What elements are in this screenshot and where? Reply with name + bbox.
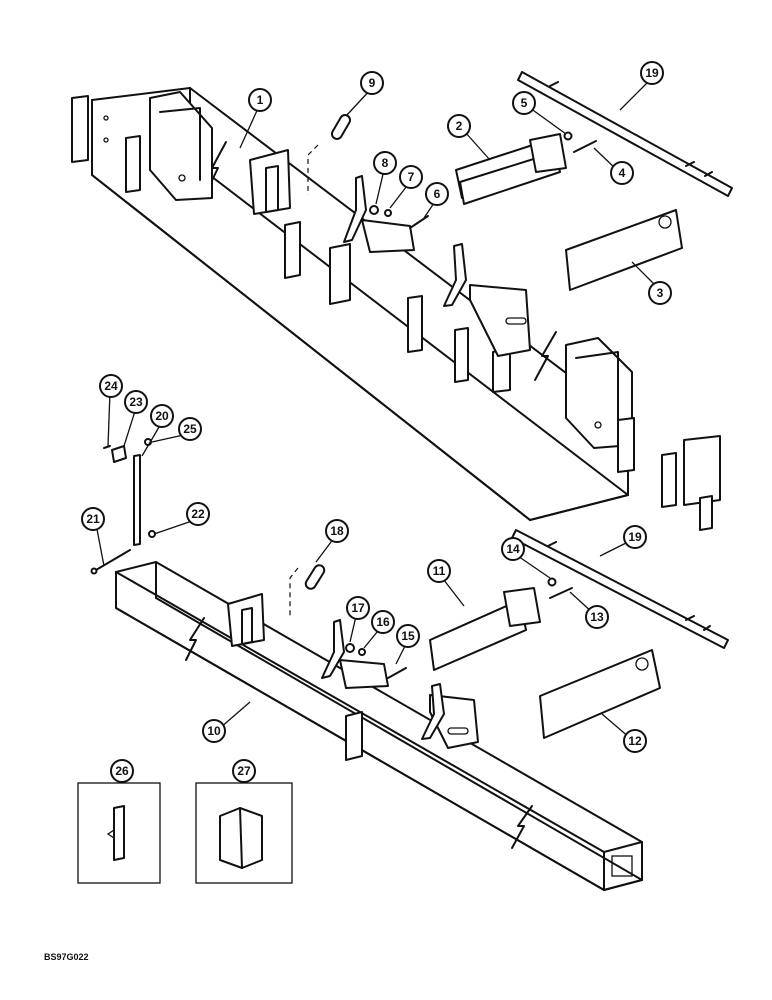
detail-box-26 xyxy=(77,782,161,884)
svg-text:14: 14 xyxy=(506,542,520,556)
callout-27: 27 xyxy=(232,759,256,783)
callout-20: 20 xyxy=(150,404,174,428)
callout-8: 8 xyxy=(373,151,397,175)
callout-21: 21 xyxy=(81,507,105,531)
svg-text:27: 27 xyxy=(237,764,251,778)
callout-10: 10 xyxy=(202,719,226,743)
svg-text:22: 22 xyxy=(191,507,205,521)
svg-text:25: 25 xyxy=(183,422,197,436)
callout-13: 13 xyxy=(585,605,609,629)
upper-frame-assembly xyxy=(71,71,733,531)
callout-4: 4 xyxy=(610,161,634,185)
svg-text:23: 23 xyxy=(129,395,143,409)
callout-9: 9 xyxy=(360,71,384,95)
callout-24: 24 xyxy=(99,374,123,398)
svg-text:16: 16 xyxy=(376,615,390,629)
callout-15: 15 xyxy=(396,624,420,648)
callout-3: 3 xyxy=(648,281,672,305)
svg-text:24: 24 xyxy=(104,379,118,393)
callout-12: 12 xyxy=(623,729,647,753)
svg-text:11: 11 xyxy=(433,564,446,578)
callout-23: 23 xyxy=(124,390,148,414)
svg-text:3: 3 xyxy=(657,286,664,300)
detail-box-27 xyxy=(195,782,293,884)
svg-text:15: 15 xyxy=(401,629,415,643)
svg-text:19: 19 xyxy=(645,66,659,80)
callout-19-lower: 19 xyxy=(623,525,647,549)
svg-text:9: 9 xyxy=(369,76,376,90)
callout-7: 7 xyxy=(399,165,423,189)
svg-text:1: 1 xyxy=(257,93,264,107)
callout-25: 25 xyxy=(178,417,202,441)
callout-17: 17 xyxy=(346,596,370,620)
svg-text:18: 18 xyxy=(330,524,344,538)
callout-26: 26 xyxy=(110,759,134,783)
svg-text:2: 2 xyxy=(456,119,463,133)
callout-18: 18 xyxy=(325,519,349,543)
svg-text:17: 17 xyxy=(351,601,365,615)
callout-2: 2 xyxy=(447,114,471,138)
lower-frame-assembly xyxy=(90,438,729,891)
svg-text:8: 8 xyxy=(382,156,389,170)
callout-22: 22 xyxy=(186,502,210,526)
svg-text:21: 21 xyxy=(86,512,100,526)
svg-text:20: 20 xyxy=(155,409,169,423)
svg-text:5: 5 xyxy=(521,96,528,110)
svg-text:6: 6 xyxy=(434,187,441,201)
callout-6: 6 xyxy=(425,182,449,206)
callout-19-upper: 19 xyxy=(640,61,664,85)
callout-1: 1 xyxy=(248,88,272,112)
callout-5: 5 xyxy=(512,91,536,115)
svg-text:4: 4 xyxy=(619,166,626,180)
callout-14: 14 xyxy=(501,537,525,561)
callout-16: 16 xyxy=(371,610,395,634)
svg-text:13: 13 xyxy=(590,610,604,624)
svg-text:26: 26 xyxy=(115,764,129,778)
svg-text:12: 12 xyxy=(628,734,642,748)
svg-text:10: 10 xyxy=(207,724,221,738)
drawing-code: BS97G022 xyxy=(44,952,89,962)
svg-text:19: 19 xyxy=(628,530,642,544)
callout-11: 11 xyxy=(427,559,451,583)
svg-text:7: 7 xyxy=(408,170,415,184)
